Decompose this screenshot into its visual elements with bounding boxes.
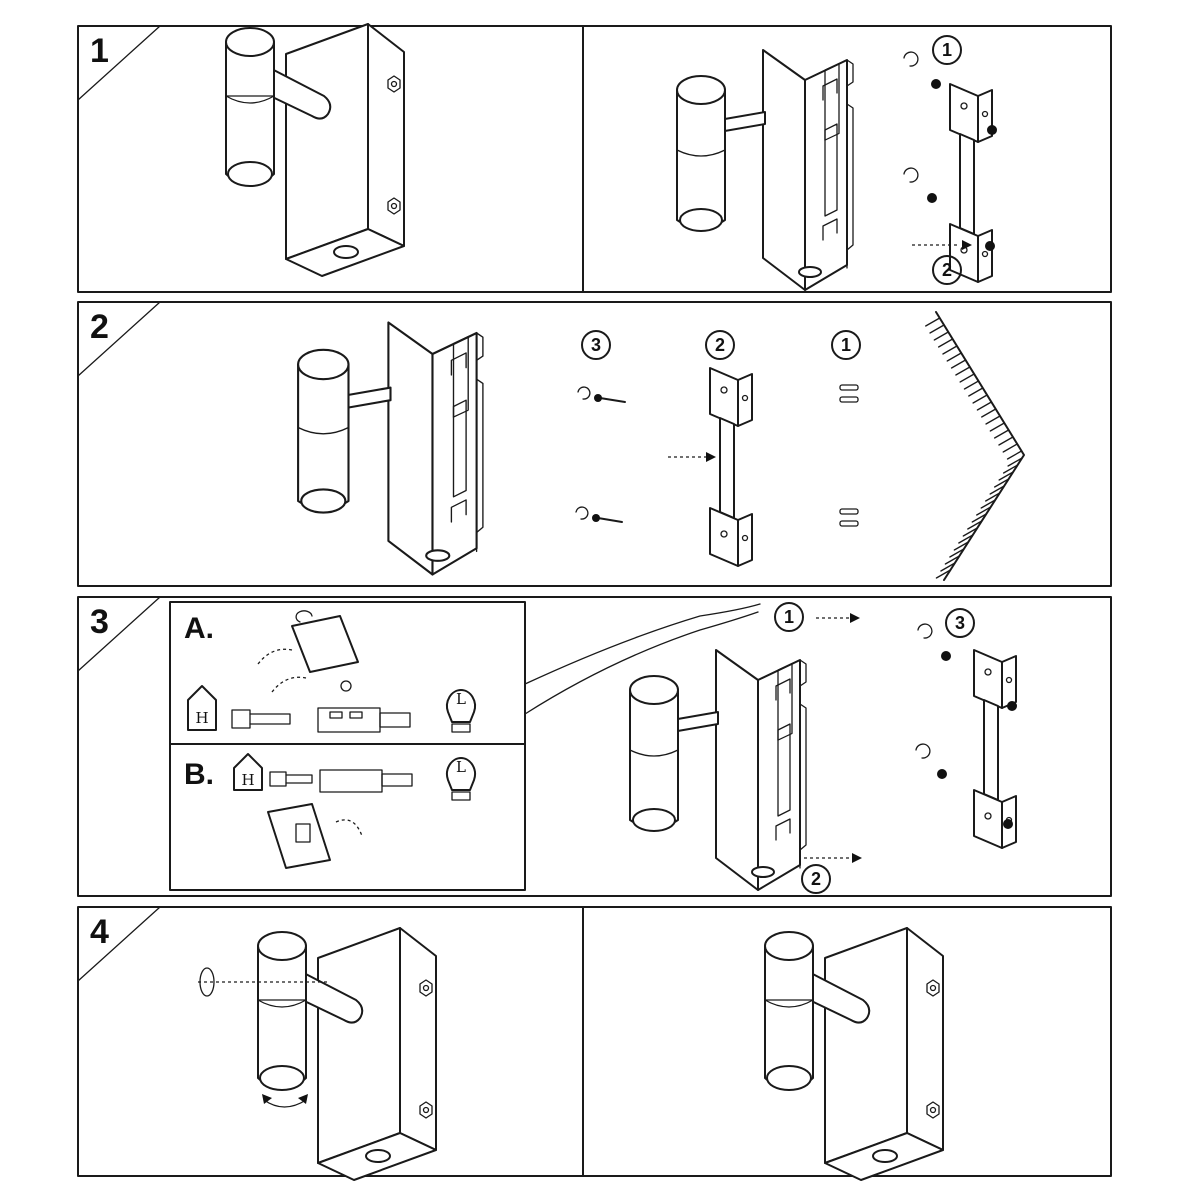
step-4-frame xyxy=(77,906,1112,1177)
svg-text:3: 3 xyxy=(955,613,965,633)
callout-2: 2 xyxy=(932,255,962,285)
svg-text:2: 2 xyxy=(811,869,821,889)
callout-2: 2 xyxy=(801,864,831,894)
screw-icon xyxy=(927,193,937,203)
svg-text:L: L xyxy=(456,758,466,776)
step-1-number: 1 xyxy=(90,32,109,70)
step-3-corner xyxy=(77,596,161,672)
wall-section xyxy=(925,311,1025,581)
wall-plug-icon xyxy=(839,384,859,527)
step-1-corner xyxy=(77,25,161,101)
rotate-arrow-icon xyxy=(199,967,215,997)
wiring-option-b-label: B. xyxy=(184,758,214,791)
connector-icon xyxy=(269,769,413,793)
step-4-corner xyxy=(77,906,161,982)
mounting-bracket xyxy=(949,83,993,283)
wall-lamp-fixture xyxy=(225,23,405,277)
rotate-arrow-icon xyxy=(903,51,919,67)
screw-icon xyxy=(1003,819,1013,829)
step-1-panel: 1 1 2 xyxy=(77,23,1112,293)
step-2-corner xyxy=(77,301,161,377)
rotate-arrow-icon xyxy=(903,167,919,183)
step-3-number: 3 xyxy=(90,603,109,641)
connector-icon xyxy=(231,707,411,733)
wall-lamp-open-box xyxy=(676,49,854,291)
callout-3: 3 xyxy=(581,330,611,360)
callout-1: 1 xyxy=(774,602,804,632)
svg-text:H: H xyxy=(195,709,208,727)
step-2-panel: 2 3 2 xyxy=(77,301,1112,587)
svg-text:L: L xyxy=(456,690,466,708)
svg-text:1: 1 xyxy=(942,40,952,60)
direction-arrow-icon xyxy=(257,648,293,665)
terminal-block-icon xyxy=(291,610,359,692)
wiring-inset xyxy=(169,601,526,891)
screw-icon xyxy=(987,125,997,135)
wall-lamp-open-box xyxy=(297,321,484,576)
direction-arrow-icon xyxy=(271,676,307,693)
rotate-arrow-icon xyxy=(263,1099,307,1108)
house-icon: H xyxy=(233,753,263,791)
svg-text:1: 1 xyxy=(784,607,794,627)
step-3-panel: 3 A. B. H L xyxy=(77,596,1112,897)
svg-text:2: 2 xyxy=(715,335,725,355)
step-2-frame xyxy=(77,301,1112,587)
screw-icon xyxy=(931,79,941,89)
lamp-bulb-icon: L xyxy=(446,757,476,801)
mounting-bracket xyxy=(709,367,753,567)
mounting-bracket xyxy=(973,649,1017,849)
svg-text:2: 2 xyxy=(942,260,952,280)
step-3-frame xyxy=(77,596,1112,897)
screw-icon xyxy=(575,386,626,523)
callout-1: 1 xyxy=(831,330,861,360)
step-4-number: 4 xyxy=(90,913,109,951)
callout-3: 3 xyxy=(945,608,975,638)
rotate-arrow-icon xyxy=(915,743,931,759)
house-icon: H xyxy=(187,685,217,731)
step-1-frame xyxy=(77,25,1112,293)
screw-icon xyxy=(937,769,947,779)
terminal-block-icon xyxy=(267,803,331,869)
direction-arrow-icon xyxy=(335,819,363,837)
svg-text:3: 3 xyxy=(591,335,601,355)
step-4-panel: 4 xyxy=(77,906,1112,1181)
callout-1: 1 xyxy=(932,35,962,65)
svg-text:1: 1 xyxy=(841,335,851,355)
wall-lamp-fixture xyxy=(257,927,437,1181)
wiring-option-a-label: A. xyxy=(184,612,214,645)
step-2-number: 2 xyxy=(90,308,109,346)
svg-text:H: H xyxy=(241,771,254,789)
screw-icon xyxy=(941,651,951,661)
lamp-bulb-icon: L xyxy=(446,689,476,733)
supply-cable xyxy=(524,603,761,685)
wall-lamp-fixture xyxy=(764,927,944,1181)
callout-2: 2 xyxy=(705,330,735,360)
screw-icon xyxy=(1007,701,1017,711)
rotate-arrow-icon xyxy=(917,623,933,639)
screw-icon xyxy=(985,241,995,251)
wall-lamp-open-box xyxy=(629,649,807,891)
